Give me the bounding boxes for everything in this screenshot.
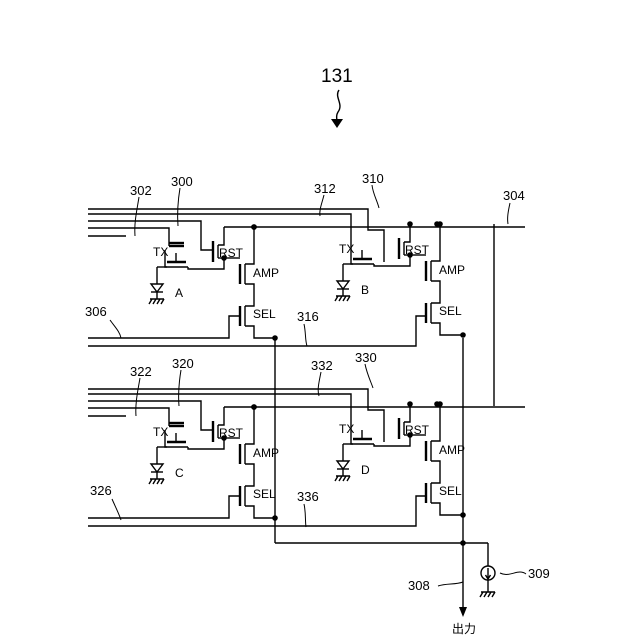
ref-309-leader	[500, 572, 526, 574]
ref-308-leader	[438, 582, 463, 586]
pixel-d-pixel-label: D	[361, 463, 370, 477]
pixel-b-pd-ground	[335, 289, 350, 301]
pixel-c-pixel-label: C	[175, 466, 184, 480]
ref-300: 300	[171, 174, 193, 189]
ref-316-leader	[304, 324, 307, 346]
ref-332-leader	[318, 372, 321, 396]
pixel-c-sel-label: SEL	[253, 487, 276, 501]
pixel-c-power-dot	[251, 404, 257, 410]
pixel-d-amp-drain	[431, 404, 440, 441]
pixel-a-sel-output-dot	[272, 335, 278, 341]
pixel-d-tx-label: TX	[339, 422, 354, 436]
pixel-a-sel-label: SEL	[253, 307, 276, 321]
row-lower-tx-bus-right	[88, 394, 351, 427]
ref-312: 312	[314, 181, 336, 196]
ref-316: 316	[297, 309, 319, 324]
ref-302-leader	[135, 197, 139, 236]
row-upper-sel-bus-left	[88, 316, 240, 338]
pixel-b-sel-output-dot	[460, 332, 466, 338]
pixel-d-amp-label: AMP	[439, 443, 465, 457]
pixel-c-sel-drain	[245, 482, 254, 486]
ref-306-leader	[110, 320, 121, 338]
ref-336-leader	[304, 504, 306, 527]
pixel-c-photodiode	[151, 464, 163, 472]
ref-320: 320	[172, 356, 194, 371]
pixel-c-rst-drain	[218, 407, 224, 425]
ref-322: 322	[130, 364, 152, 379]
ref-310: 310	[362, 171, 384, 186]
pixel-a-pixel-label: A	[175, 286, 183, 300]
pixel-b-sel-drain	[431, 299, 440, 303]
pixel-a-power-dot	[251, 224, 257, 230]
ref-336: 336	[297, 489, 319, 504]
pixel-a-amp-source	[245, 284, 254, 302]
pixel-d-pd-ground	[335, 469, 350, 481]
pixel-b-pixel-label: B	[361, 283, 369, 297]
ref-304-leader	[508, 203, 510, 224]
output-arrow-head	[459, 607, 467, 617]
row-upper-tx-bus-right	[88, 214, 351, 247]
ref-330: 330	[355, 350, 377, 365]
pixel-c-sel-source	[245, 506, 275, 518]
pixel-d-sel-label: SEL	[439, 484, 462, 498]
ref-302: 302	[130, 183, 152, 198]
ref-326-leader	[112, 499, 121, 520]
ref-330-leader	[365, 364, 373, 388]
pixel-c-amp-label: AMP	[253, 446, 279, 460]
row-lower-sel-bus-left	[88, 496, 240, 518]
pixel-b-amp-label: AMP	[439, 263, 465, 277]
figure-arrow-head	[331, 119, 343, 128]
pixel-c-sel-output-dot	[272, 515, 278, 521]
pixel-d-sel-source	[431, 503, 463, 515]
pixel-a-sel-source	[245, 326, 275, 338]
current-source-ground	[480, 580, 495, 597]
row-lower-tx-bus-left	[88, 408, 169, 426]
ref-308: 308	[408, 578, 430, 593]
pixel-a-photodiode	[151, 284, 163, 292]
ref-322-leader	[136, 378, 140, 416]
pixel-d-sel-drain	[431, 479, 440, 483]
pixel-b-sel-source	[431, 323, 463, 335]
pixel-b-photodiode	[337, 281, 349, 289]
pixel-b-sel-label: SEL	[439, 304, 462, 318]
ref-326: 326	[90, 483, 112, 498]
ref-309: 309	[528, 566, 550, 581]
pixel-b-tx-label: TX	[339, 242, 354, 256]
pixel-a-tx-label: TX	[153, 245, 168, 259]
pixel-d-power-dot	[437, 401, 443, 407]
output-label: 出力	[452, 622, 476, 636]
pixel-d-photodiode	[337, 461, 349, 469]
pixel-a-amp-drain	[245, 227, 254, 264]
pixel-b-amp-source	[431, 281, 440, 299]
pixel-b-amp-drain	[431, 224, 440, 261]
pixel-d-sel-output-dot	[460, 512, 466, 518]
pixel-a-rst-drain	[218, 227, 224, 245]
figure-number: 131	[321, 66, 353, 87]
pixel-d-amp-source	[431, 461, 440, 479]
pixel-b-power-dot	[437, 221, 443, 227]
current-source-arrow	[486, 568, 491, 579]
ref-304: 304	[503, 188, 525, 203]
ref-312-leader	[320, 195, 324, 216]
output-junction-dot	[460, 540, 466, 546]
pixel-a-pd-ground	[149, 292, 164, 304]
row-upper-tx-bus-left	[88, 228, 169, 246]
ref-306: 306	[85, 304, 107, 319]
pixel-c-amp-source	[245, 464, 254, 482]
ref-310-leader	[372, 185, 379, 208]
ref-332: 332	[311, 358, 333, 373]
pixel-a-sel-drain	[245, 302, 254, 306]
pixel-c-pd-ground	[149, 472, 164, 484]
pixel-c-tx-label: TX	[153, 425, 168, 439]
pixel-a-amp-label: AMP	[253, 266, 279, 280]
pixel-c-amp-drain	[245, 407, 254, 444]
